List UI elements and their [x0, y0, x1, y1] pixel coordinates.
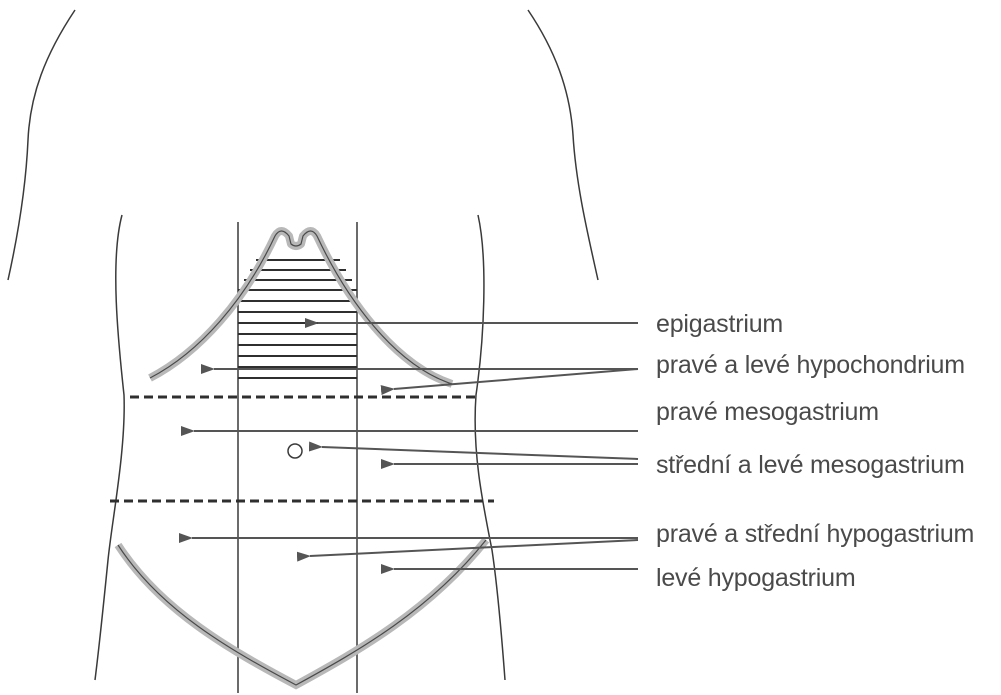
- costal-margin: [150, 231, 452, 384]
- label-right-mesogastrium: pravé mesogastrium: [656, 397, 879, 427]
- pelvic-margin-inner: [118, 540, 486, 685]
- label-epigastrium: epigastrium: [656, 309, 783, 339]
- label-left-hypogastrium: levé hypogastrium: [656, 563, 855, 593]
- navel: [288, 444, 302, 458]
- pelvic-margin: [118, 540, 486, 685]
- label-right-mid-hypogastrium: pravé a střední hypogastrium: [656, 519, 974, 549]
- pointer-mid-mesogastrium: [322, 447, 638, 459]
- left-flank: [95, 215, 124, 680]
- label-hypochondrium: pravé a levé hypochondrium: [656, 350, 965, 380]
- label-mid-left-mesogastrium: střední a levé mesogastrium: [656, 450, 965, 480]
- right-flank: [475, 215, 505, 680]
- left-shoulder-arm: [8, 10, 75, 280]
- right-shoulder-arm: [528, 10, 598, 280]
